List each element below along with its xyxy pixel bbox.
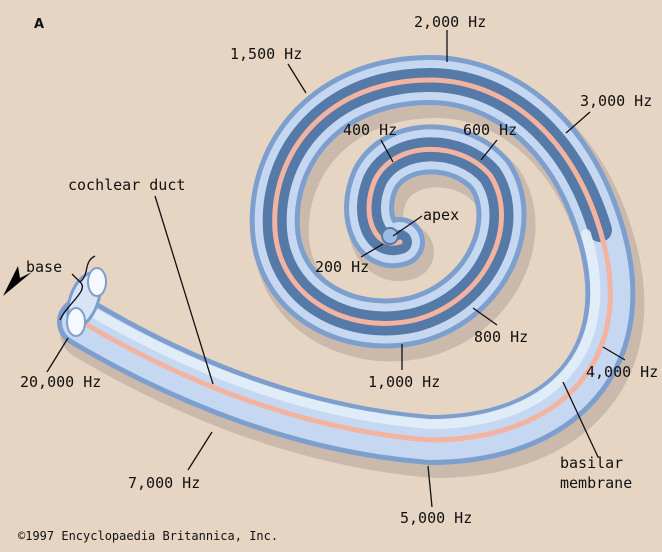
label-base: base: [26, 258, 62, 276]
copyright-credit: ©1997 Encyclopaedia Britannica, Inc.: [18, 529, 278, 543]
label-basilar: basilar: [560, 454, 623, 472]
label-400-hz: 400 Hz: [343, 121, 397, 139]
label-3000-hz: 3,000 Hz: [580, 92, 652, 110]
label-membrane: membrane: [560, 474, 632, 492]
label-4000-hz: 4,000 Hz: [586, 363, 658, 381]
leader-20000: [47, 338, 68, 372]
label-1000-hz: 1,000 Hz: [368, 373, 440, 391]
label-200-hz: 200 Hz: [315, 258, 369, 276]
leader-1500: [288, 64, 306, 93]
label-5000-hz: 5,000 Hz: [400, 509, 472, 527]
label-800-hz: 800 Hz: [474, 328, 528, 346]
label-apex: apex: [423, 206, 459, 224]
apex-tip: [382, 228, 398, 244]
label-7000-hz: 7,000 Hz: [128, 474, 200, 492]
label-2000-hz: 2,000 Hz: [414, 13, 486, 31]
panel-label: A: [34, 17, 44, 32]
label-20000-hz: 20,000 Hz: [20, 373, 101, 391]
label-1500-hz: 1,500 Hz: [230, 45, 302, 63]
leader-7000: [188, 432, 212, 470]
label-cochlear-duct: cochlear duct: [68, 176, 185, 194]
label-600-hz: 600 Hz: [463, 121, 517, 139]
